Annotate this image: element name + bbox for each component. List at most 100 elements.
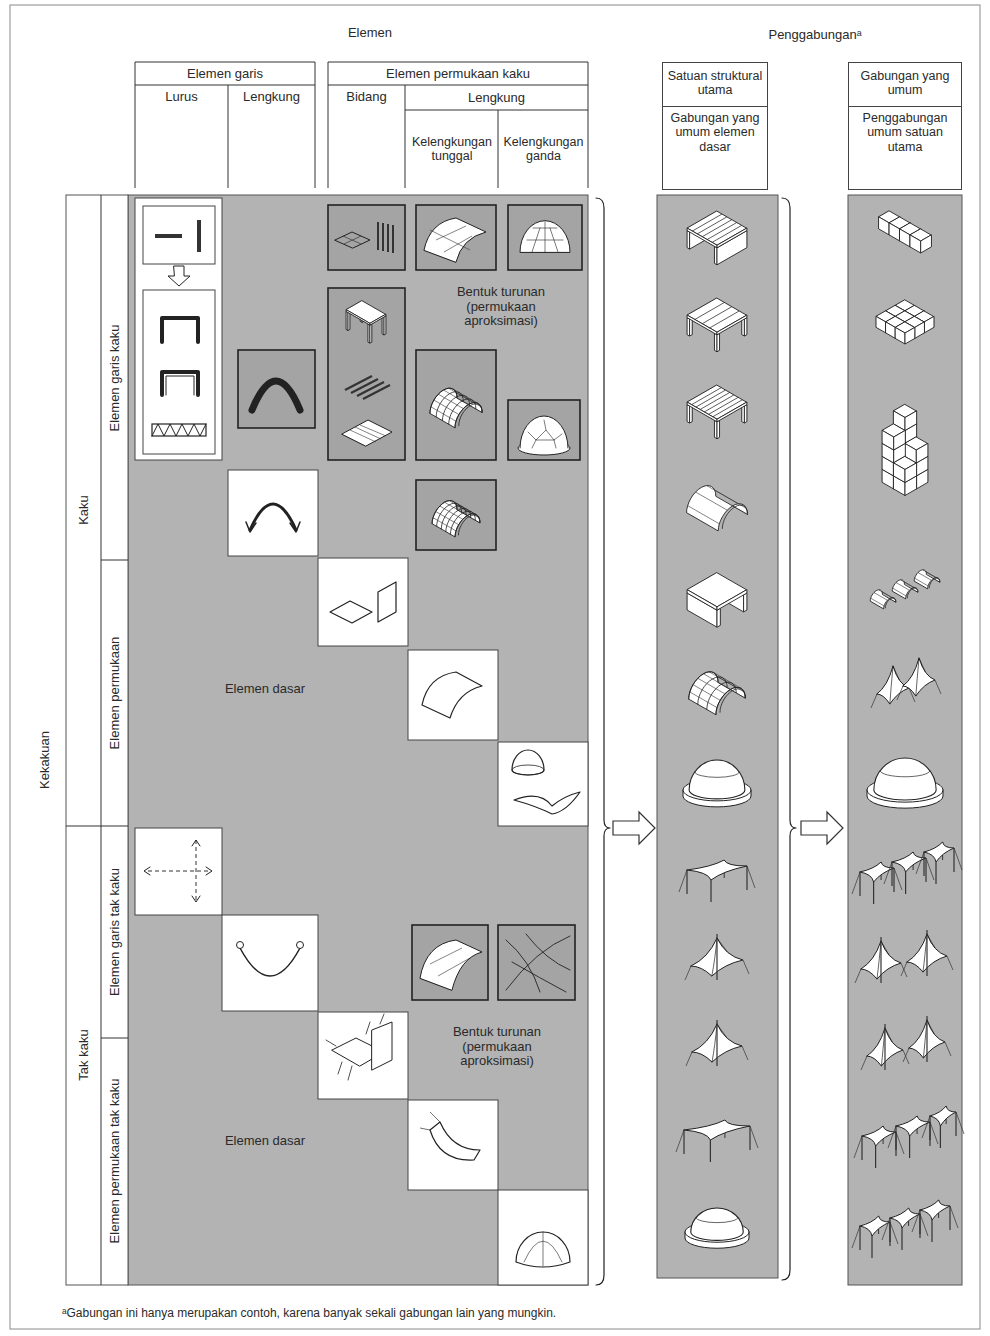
- header-label: Lengkung: [405, 86, 588, 110]
- rule-line: [420, 1128, 430, 1130]
- derive-arrow: [168, 266, 190, 286]
- truss: [152, 424, 206, 436]
- tent-pole: [891, 862, 892, 886]
- iso-face: [744, 593, 747, 612]
- sketch-line: [881, 941, 889, 955]
- sketch-line: [455, 403, 482, 428]
- sketch-line: [437, 503, 462, 526]
- iso-face: [430, 388, 482, 428]
- rule-line: [101, 1038, 128, 1039]
- tent-pole: [919, 1210, 920, 1234]
- derived-cell: [498, 925, 575, 1000]
- joint-dot: [237, 942, 244, 949]
- sketch-line: [716, 687, 745, 714]
- sketch-line: [432, 501, 457, 524]
- tent-pole: [905, 872, 906, 894]
- guy-line: [750, 1126, 758, 1148]
- sketch-line: [885, 1028, 892, 1042]
- guy-line: [852, 872, 860, 894]
- tent-mast: [880, 937, 881, 983]
- tent-pole: [901, 1228, 902, 1250]
- axis-label: Elemen permukaan: [104, 568, 126, 818]
- sketch-line: [692, 388, 722, 405]
- sketch-line: [712, 225, 742, 242]
- sketch-line: [704, 395, 734, 412]
- guy-line: [930, 1122, 938, 1144]
- tent-pole: [909, 1136, 910, 1158]
- derived-cell: [508, 400, 580, 460]
- tent-pole: [861, 1136, 862, 1160]
- tent-mast: [926, 1016, 927, 1062]
- rule-line: [135, 62, 136, 188]
- iso-face: [894, 431, 905, 451]
- portal-frame: [162, 372, 198, 395]
- arrow-head: [192, 840, 200, 902]
- guy-line: [894, 868, 902, 890]
- rule-line: [328, 62, 329, 188]
- iso-face: [348, 312, 350, 331]
- sketch-line: [709, 397, 739, 414]
- guy-line: [861, 1056, 867, 1070]
- tent-pole: [955, 1112, 956, 1136]
- sketch-line: [871, 598, 884, 606]
- sketch-line: [712, 1024, 717, 1062]
- rule-line: [360, 425, 386, 436]
- sketch-line: [896, 1116, 930, 1136]
- derived-cell: [412, 925, 488, 1000]
- sketch-line: [710, 311, 740, 328]
- wall-strip: [377, 222, 379, 250]
- guy-line: [954, 848, 962, 870]
- guy-line: [950, 1206, 958, 1228]
- tent-pole: [931, 1220, 932, 1242]
- sketch-line: [920, 1200, 950, 1220]
- iso-face: [876, 317, 886, 334]
- header-label: Elemen garis: [135, 63, 315, 85]
- iso-face: [744, 318, 746, 336]
- frame: [10, 5, 980, 1329]
- element-cell: [408, 650, 498, 740]
- axis-label: Elemen garis kaku: [104, 208, 126, 548]
- guy-line: [903, 1048, 909, 1062]
- curved-shell: [422, 672, 482, 718]
- axis-label: Kekakuan: [35, 650, 55, 870]
- sketch-line: [924, 842, 954, 862]
- header-label: Bentuk turunan (permukaan aproksimasi): [428, 276, 574, 338]
- guy-line: [685, 966, 691, 980]
- truss: [152, 424, 206, 436]
- sketch-line: [927, 1020, 934, 1034]
- guy-line: [882, 1218, 890, 1240]
- cable-line: [196, 840, 197, 902]
- header-label: Elemen permukaan kaku: [328, 63, 588, 85]
- sketch-line: [890, 666, 893, 704]
- sketch-line: [927, 934, 935, 948]
- sketch-line: [524, 1232, 562, 1266]
- sketch-line: [459, 404, 482, 426]
- sketch-line: [720, 689, 745, 712]
- iso-face: [921, 235, 931, 253]
- rule-line: [135, 62, 315, 63]
- sketch-line: [930, 1106, 956, 1126]
- sketch-line: [696, 1218, 738, 1223]
- sketch-line: [527, 222, 563, 252]
- guy-line: [956, 1112, 964, 1134]
- derived-cell: [508, 205, 582, 270]
- sub-cell: [143, 206, 215, 264]
- rule-line: [101, 195, 102, 1285]
- sketch-line: [712, 938, 717, 976]
- element-cell: [408, 1100, 498, 1190]
- bracket-column: [66, 195, 128, 1285]
- guy-line: [888, 1126, 896, 1148]
- iso-face: [905, 328, 915, 345]
- sketch-line: [713, 400, 743, 417]
- tent-pole: [710, 1140, 711, 1162]
- rule-line: [430, 230, 470, 250]
- tent-pole: [871, 1236, 872, 1258]
- tent-pole: [686, 870, 687, 894]
- derived-cell: [238, 350, 315, 428]
- tent-pole: [949, 1206, 950, 1230]
- cable-line: [148, 871, 208, 872]
- rule-line: [344, 236, 361, 244]
- iso-face: [924, 317, 934, 334]
- sketch-line: [689, 760, 745, 799]
